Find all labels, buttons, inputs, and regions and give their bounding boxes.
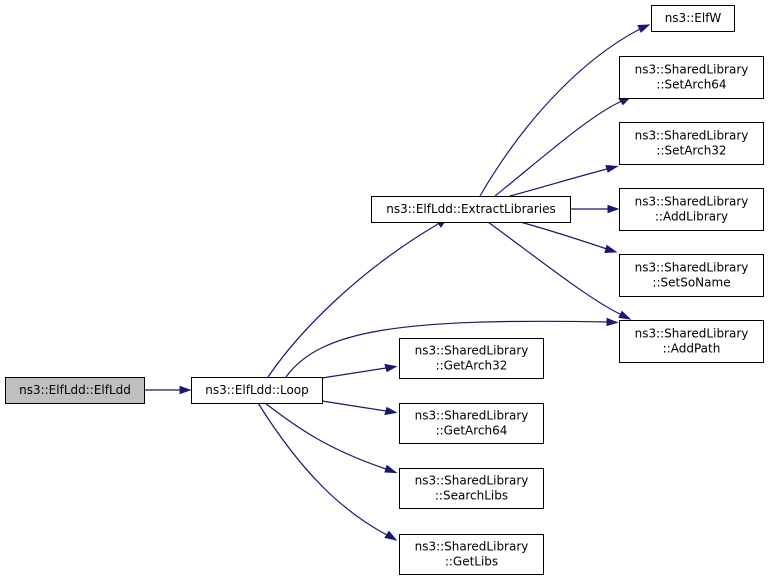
node-label: ::GetArch32 xyxy=(436,359,508,373)
node-box[interactable] xyxy=(619,122,764,165)
edge-loop-to-searchlibs xyxy=(264,402,398,474)
node-label: ns3::SharedLibrary xyxy=(415,409,529,423)
node-box[interactable] xyxy=(399,403,544,444)
node-sharedlibrary-setarch64[interactable]: ns3::SharedLibrary::SetArch64 xyxy=(619,56,764,99)
node-label: ::SearchLibs xyxy=(435,489,508,503)
edge-line xyxy=(479,28,641,197)
node-label: ns3::SharedLibrary xyxy=(635,261,749,275)
edge-loop-to-getarch32 xyxy=(321,363,398,379)
edge-arrowhead xyxy=(384,530,398,541)
node-elfldd-loop[interactable]: ns3::ElfLdd::Loop xyxy=(191,377,323,404)
node-label: ns3::ElfLdd::ExtractLibraries xyxy=(386,202,556,216)
edge-arrowhead xyxy=(384,363,398,373)
edge-extract-to-addpath xyxy=(487,221,632,320)
edge-line xyxy=(519,221,608,250)
edge-line xyxy=(257,402,388,536)
node-box[interactable] xyxy=(619,188,764,231)
node-label: ::AddPath xyxy=(663,342,721,356)
node-box[interactable] xyxy=(399,468,544,509)
node-box[interactable] xyxy=(619,254,764,297)
edges-layer xyxy=(144,24,651,541)
node-label: ns3::SharedLibrary xyxy=(635,327,749,341)
edge-line xyxy=(285,320,609,378)
node-label: ns3::ElfLdd::Loop xyxy=(205,383,309,397)
node-box[interactable] xyxy=(399,338,544,379)
node-label: ns3::ElfW xyxy=(665,11,722,25)
node-sharedlibrary-getarch32[interactable]: ns3::SharedLibrary::GetArch32 xyxy=(399,338,544,379)
node-label: ::SetArch32 xyxy=(656,144,726,158)
node-label: ns3::SharedLibrary xyxy=(635,195,749,209)
edge-line xyxy=(509,168,608,197)
edge-arrowhead xyxy=(637,24,651,33)
node-box[interactable] xyxy=(371,196,571,223)
edge-root-to-loop xyxy=(144,385,192,395)
node-label: ns3::SharedLibrary xyxy=(635,63,749,77)
node-label: ns3::ElfLdd::ElfLdd xyxy=(19,383,131,397)
edge-extract-to-setarch32 xyxy=(509,164,619,197)
edge-arrowhead xyxy=(605,164,619,173)
node-label: ::SetArch64 xyxy=(656,78,726,92)
edge-arrowhead xyxy=(607,204,620,214)
node-sharedlibrary-addpath[interactable]: ns3::SharedLibrary::AddPath xyxy=(619,320,764,363)
node-sharedlibrary-setarch32[interactable]: ns3::SharedLibrary::SetArch32 xyxy=(619,122,764,165)
node-sharedlibrary-getarch64[interactable]: ns3::SharedLibrary::GetArch64 xyxy=(399,403,544,444)
edge-line xyxy=(487,221,623,316)
edge-line xyxy=(267,223,439,378)
node-box[interactable] xyxy=(5,377,145,404)
node-sharedlibrary-getlibs[interactable]: ns3::SharedLibrary::GetLibs xyxy=(399,534,544,575)
edge-arrowhead xyxy=(606,317,619,327)
node-elfw[interactable]: ns3::ElfW xyxy=(651,5,735,32)
node-box[interactable] xyxy=(651,5,735,32)
node-label: ns3::SharedLibrary xyxy=(635,129,749,143)
node-label: ns3::SharedLibrary xyxy=(415,540,529,554)
node-sharedlibrary-searchlibs[interactable]: ns3::SharedLibrary::SearchLibs xyxy=(399,468,544,509)
node-label: ::GetArch64 xyxy=(436,424,508,438)
node-label: ::AddLibrary xyxy=(655,210,728,224)
node-label: ::GetLibs xyxy=(445,555,498,569)
edge-arrowhead xyxy=(618,310,632,320)
node-sharedlibrary-setsoname[interactable]: ns3::SharedLibrary::SetSoName xyxy=(619,254,764,297)
edge-line xyxy=(321,400,387,412)
node-label: ns3::SharedLibrary xyxy=(415,474,529,488)
node-box[interactable] xyxy=(191,377,323,404)
edge-loop-to-getlibs xyxy=(257,402,398,541)
node-sharedlibrary-addlibrary[interactable]: ns3::SharedLibrary::AddLibrary xyxy=(619,188,764,231)
edge-line xyxy=(321,367,387,379)
edge-arrowhead xyxy=(604,244,618,254)
edge-loop-to-addpath xyxy=(285,317,619,378)
node-box[interactable] xyxy=(619,320,764,363)
edge-extract-to-addlibrary xyxy=(570,204,620,214)
node-elfldd-elfldd[interactable]: ns3::ElfLdd::ElfLdd xyxy=(5,377,145,404)
edge-loop-to-getarch64 xyxy=(321,400,398,416)
edge-extract-to-setsoname xyxy=(519,221,618,254)
node-box[interactable] xyxy=(619,56,764,99)
edge-arrowhead xyxy=(384,464,398,474)
edge-line xyxy=(264,402,387,470)
node-elfldd-extractlibraries[interactable]: ns3::ElfLdd::ExtractLibraries xyxy=(371,196,571,223)
node-box[interactable] xyxy=(399,534,544,575)
node-label: ::SetSoName xyxy=(652,276,730,290)
edge-arrowhead xyxy=(384,406,398,416)
edge-arrowhead xyxy=(179,385,192,395)
edge-line xyxy=(494,100,623,197)
edge-extract-to-elfw xyxy=(479,24,651,197)
node-label: ns3::SharedLibrary xyxy=(415,344,529,358)
